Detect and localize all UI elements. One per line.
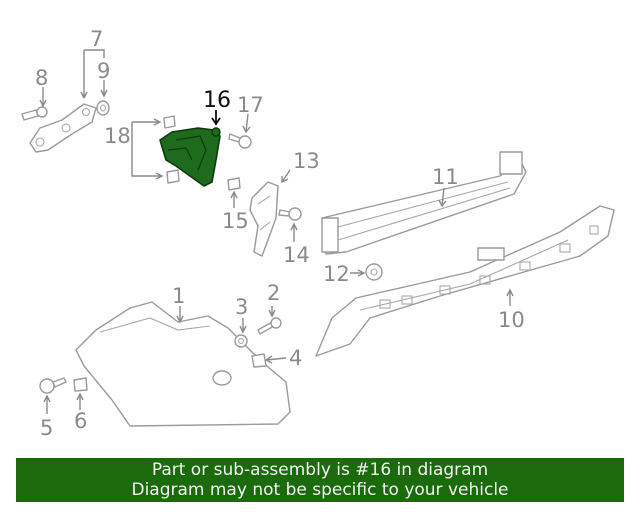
callout-7: 7: [90, 27, 103, 51]
part-14-bolt: [278, 207, 302, 221]
part-8-bolt: [21, 106, 48, 121]
part-12-nut: [365, 263, 383, 281]
callout-17: 17: [237, 93, 264, 117]
callout-1: 1: [172, 284, 185, 308]
callout-8: 8: [35, 66, 48, 90]
callout-2: 2: [267, 281, 280, 305]
info-banner: Part or sub-assembly is #16 in diagram D…: [16, 458, 624, 502]
callout-18: 18: [104, 124, 131, 148]
banner-line-2: Diagram may not be specific to your vehi…: [131, 480, 509, 500]
part-17-screw: [228, 133, 252, 149]
callout-5: 5: [40, 416, 53, 440]
callout-14: 14: [283, 243, 310, 267]
leader-lines: [39, 49, 514, 414]
callout-6: 6: [74, 409, 87, 433]
part-2-screw: [257, 317, 282, 335]
callout-10: 10: [498, 308, 525, 332]
callout-16: 16: [203, 88, 231, 113]
callout-13: 13: [293, 149, 320, 173]
part-11-impact-bar: [321, 151, 527, 255]
callout-15: 15: [222, 209, 249, 233]
part-4-clip: [251, 353, 267, 368]
callout-11: 11: [432, 165, 459, 189]
callout-3: 3: [235, 295, 248, 319]
callout-4: 4: [289, 346, 302, 370]
callout-12: 12: [323, 262, 350, 286]
banner-line-1: Part or sub-assembly is #16 in diagram: [151, 460, 489, 480]
part-15-clip: [227, 177, 241, 191]
part-10-absorber: [315, 205, 615, 357]
part-16-bracket-highlighted: [159, 127, 221, 187]
part-7-bracket: [29, 103, 97, 153]
parts-diagram: 7 8 9 18 16 17 13 15 14 11 12 10 1 2 3 4…: [21, 27, 615, 440]
part-3-washer: [234, 334, 248, 348]
callout-9: 9: [97, 59, 110, 83]
part-5-bolt: [39, 377, 67, 394]
part-18-clips: [163, 115, 180, 184]
part-6-clip: [73, 377, 88, 392]
part-9-washer: [96, 100, 110, 116]
callout-labels: 7 8 9 18 16 17 13 15 14 11 12 10 1 2 3 4…: [35, 27, 525, 440]
part-13-bracket: [249, 181, 279, 257]
